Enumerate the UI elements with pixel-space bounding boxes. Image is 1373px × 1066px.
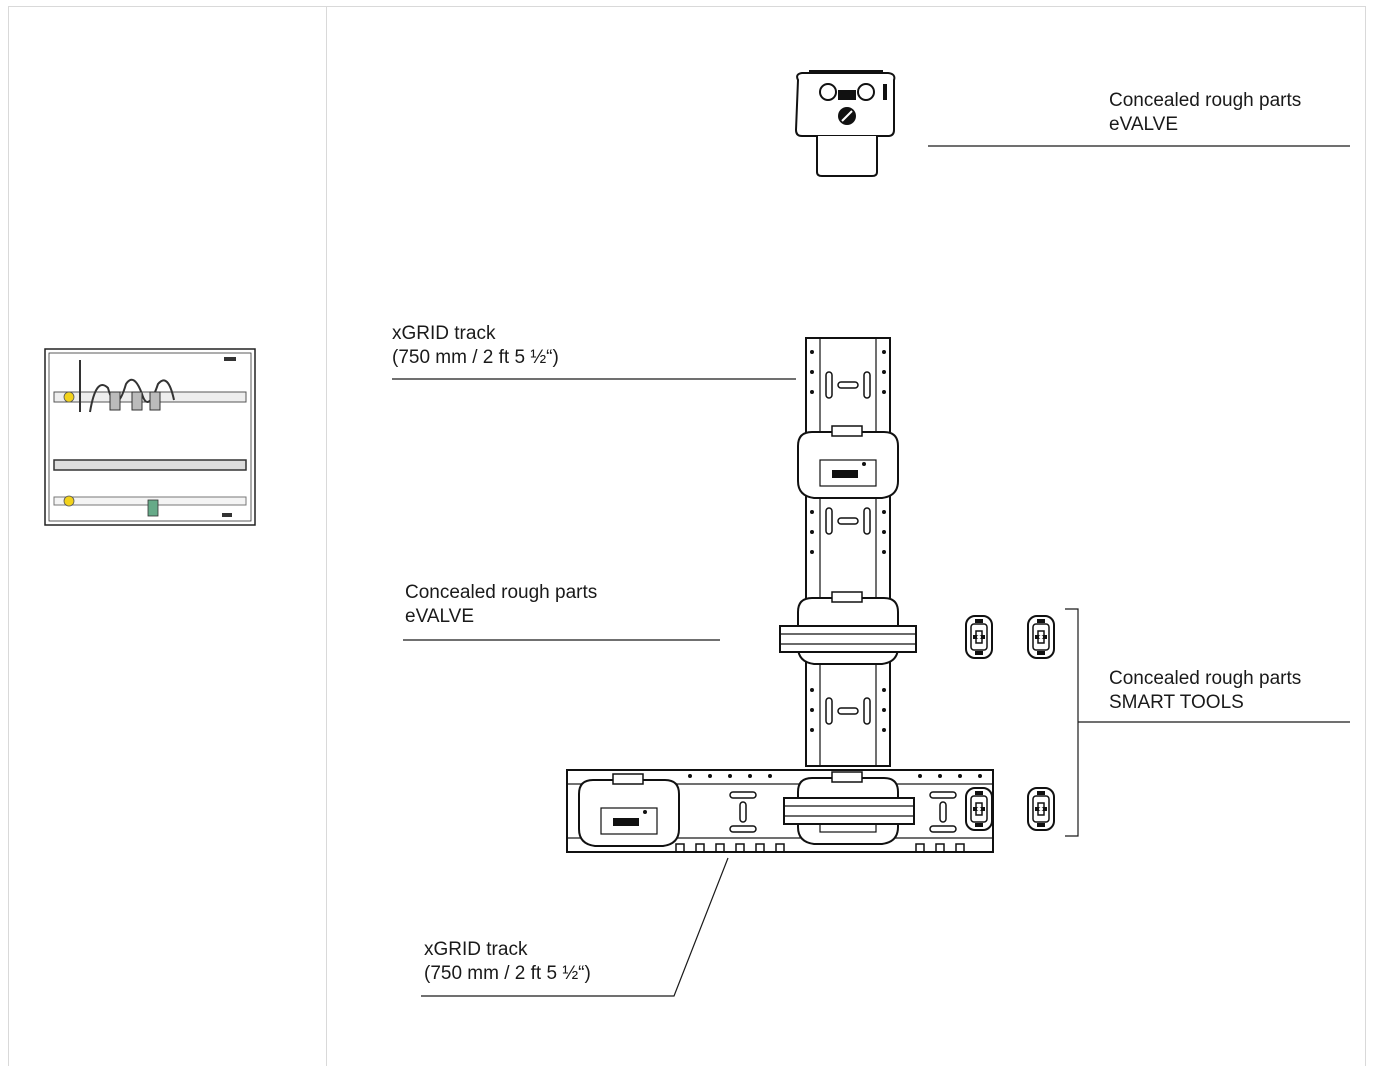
smart-tool-1 [965,615,993,659]
thumbnail-preview[interactable] [44,348,256,526]
label-top-evalve-line2: eVALVE [1109,114,1179,135]
smart-tool-3 [965,787,993,831]
label-xgrid-bottom: xGRID track (750 mm / 2 ft 5 ½“) [424,938,591,986]
smart-tool-2 [1027,615,1055,659]
smart-tool-4 [1027,787,1055,831]
leader-xgrid-bottom [421,857,729,997]
evalve-module-middle [779,591,917,665]
bracket-smart-tools [1065,608,1079,837]
label-xgrid-top: xGRID track (750 mm / 2 ft 5 ½“) [392,322,559,370]
label-mid-evalve: Concealed rough parts eVALVE [405,581,597,629]
label-smart-tools-line1: Concealed rough parts [1109,668,1302,689]
label-top-evalve-line1: Concealed rough parts [1109,90,1302,111]
evalve-top [794,70,896,177]
label-smart-tools: Concealed rough parts SMART TOOLS [1109,667,1301,715]
label-mid-evalve-line1: Concealed rough parts [405,582,598,603]
page-frame [8,6,1366,1066]
evalve-module-corner [783,771,915,845]
evalve-module-upper [797,425,899,499]
label-mid-evalve-line2: eVALVE [405,606,475,627]
evalve-module-left [578,773,680,847]
label-xgrid-bottom-line2: (750 mm / 2 ft 5 ½“) [424,963,591,984]
label-xgrid-top-line2: (750 mm / 2 ft 5 ½“) [392,347,559,368]
panel-divider [326,6,327,1066]
label-xgrid-bottom-line1: xGRID track [424,939,528,960]
label-xgrid-top-line1: xGRID track [392,323,496,344]
xgrid-track-vertical [805,337,891,767]
label-smart-tools-line2: SMART TOOLS [1109,692,1244,713]
label-top-evalve: Concealed rough parts eVALVE [1109,89,1301,137]
